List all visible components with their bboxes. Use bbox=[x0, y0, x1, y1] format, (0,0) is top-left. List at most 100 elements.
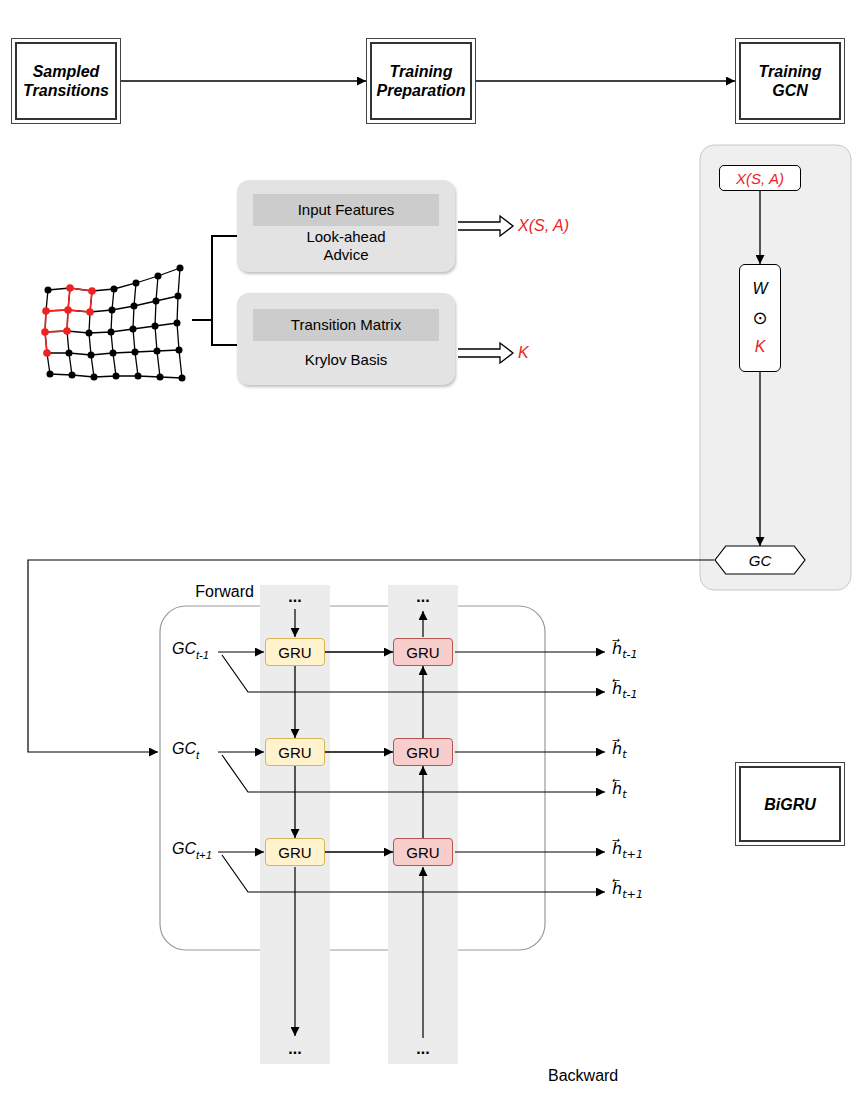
gc-hexagon: GC bbox=[715, 546, 805, 574]
gc-input-label: GCt+1 bbox=[172, 840, 212, 863]
graph-vertex bbox=[176, 347, 183, 354]
node-text: BiGRU bbox=[764, 795, 816, 814]
direction-label: Forward bbox=[195, 583, 254, 601]
node-text: GRU bbox=[278, 744, 311, 761]
connector-arrow bbox=[121, 80, 366, 81]
output-wire bbox=[455, 751, 605, 752]
node-text: Sampled Transitions bbox=[20, 62, 112, 100]
node-text: GRU bbox=[406, 644, 439, 661]
graph-vertex-highlight bbox=[43, 349, 51, 357]
graph-vertex bbox=[111, 286, 118, 293]
connector-arrow bbox=[325, 651, 393, 652]
graph-vertex bbox=[179, 375, 186, 382]
label-main: GC bbox=[172, 740, 196, 757]
label-subscript: t+1 bbox=[196, 849, 212, 861]
graph-vertex-highlight bbox=[63, 327, 71, 335]
node-text: GRU bbox=[406, 844, 439, 861]
node-text: Krylov Basis bbox=[305, 351, 388, 369]
node-text: K bbox=[755, 338, 766, 356]
operation-box: W⊙K bbox=[739, 264, 781, 372]
hexagon-shape bbox=[715, 546, 805, 574]
graph-vertex bbox=[174, 320, 181, 327]
direction-label: Backward bbox=[548, 1067, 618, 1085]
graph-vertex bbox=[175, 293, 182, 300]
label-main: h⃖ bbox=[612, 779, 622, 798]
connector-arrow bbox=[759, 191, 760, 264]
feature-symbol: K bbox=[518, 344, 529, 362]
graph-vertex bbox=[86, 330, 93, 337]
ellipsis: ... bbox=[416, 588, 429, 606]
gru-cell: GRU bbox=[265, 738, 325, 766]
graph-vertex bbox=[153, 298, 160, 305]
node-text: GRU bbox=[278, 644, 311, 661]
node-text: Training Preparation bbox=[375, 62, 467, 100]
hollow-arrow bbox=[458, 343, 513, 363]
connector-arrow bbox=[325, 751, 393, 752]
label-main: h⃖ bbox=[612, 679, 622, 698]
input-box: X(S, A) bbox=[719, 165, 801, 191]
node-text: X(S, A) bbox=[736, 170, 784, 187]
graph-vertex-highlight bbox=[88, 287, 96, 295]
connector-arrow bbox=[422, 666, 423, 738]
graph-vertex-highlight bbox=[64, 306, 72, 314]
process-box: Training GCN bbox=[735, 38, 845, 124]
label-subscript: t+1 bbox=[622, 888, 643, 901]
label-main: h⃗ bbox=[612, 739, 622, 758]
wires bbox=[28, 560, 714, 1038]
hidden-state-label: h⃖t-1 bbox=[612, 680, 638, 704]
bigru-panel bbox=[160, 606, 545, 950]
graph-vertex bbox=[152, 323, 159, 330]
graph-vertex bbox=[133, 280, 140, 287]
input-wire bbox=[218, 651, 264, 652]
output-wire bbox=[455, 651, 605, 652]
label-subscript: t+1 bbox=[622, 848, 643, 861]
connector-arrow bbox=[294, 666, 295, 738]
gc-wire bbox=[28, 560, 714, 752]
gru-cell: GRU bbox=[265, 638, 325, 666]
input-wire bbox=[218, 751, 264, 752]
gc-input-label: GCt-1 bbox=[172, 640, 209, 663]
graph-vertex bbox=[45, 287, 52, 294]
graph-vertex bbox=[155, 273, 162, 280]
ellipsis: ... bbox=[288, 588, 301, 606]
gcn-panel bbox=[700, 145, 851, 590]
gc-input-label: GCt bbox=[172, 740, 199, 763]
graph-vertices-highlight bbox=[41, 284, 96, 357]
graph-vertex-highlight bbox=[66, 284, 74, 292]
gru-cell: GRU bbox=[265, 838, 325, 866]
graph-vertices bbox=[45, 265, 186, 382]
hollow-arrow bbox=[458, 216, 513, 236]
feature-box: Look-ahead AdviceInput Features bbox=[237, 180, 455, 272]
label-main: GC bbox=[172, 640, 196, 657]
gru-cell: GRU bbox=[393, 838, 453, 866]
ellipsis: ... bbox=[288, 1040, 301, 1058]
hidden-state-label: h⃗t-1 bbox=[612, 640, 638, 664]
connector-arrow bbox=[476, 80, 735, 81]
node-text: Transition Matrix bbox=[291, 316, 401, 334]
recurrent-wire bbox=[422, 867, 423, 1038]
node-text: GRU bbox=[406, 744, 439, 761]
graph-vertex bbox=[177, 265, 184, 272]
graph-vertex bbox=[66, 350, 73, 357]
recurrent-wire bbox=[294, 609, 295, 637]
gru-cell: GRU bbox=[393, 738, 453, 766]
process-box: Training Preparation bbox=[366, 38, 476, 124]
ellipsis: ... bbox=[416, 1040, 429, 1058]
graph-vertex bbox=[88, 352, 95, 359]
node-text: ⊙ bbox=[752, 307, 767, 329]
node-text: Training GCN bbox=[744, 62, 836, 100]
label-subscript: t-1 bbox=[622, 688, 638, 701]
graph-vertex bbox=[110, 350, 117, 357]
model-box: BiGRU bbox=[735, 762, 845, 846]
graph-vertex bbox=[131, 303, 138, 310]
graph-vertex bbox=[130, 326, 137, 333]
output-wire bbox=[455, 851, 605, 852]
input-wire bbox=[218, 851, 264, 852]
graph-mesh bbox=[45, 268, 182, 378]
backward-column bbox=[388, 585, 458, 1064]
graph-vertex bbox=[69, 372, 76, 379]
graph-vertex-highlight bbox=[41, 328, 49, 336]
node-text: GC bbox=[749, 552, 772, 569]
recurrent-wire bbox=[294, 867, 295, 1036]
hidden-state-label: h⃗t bbox=[612, 740, 627, 764]
